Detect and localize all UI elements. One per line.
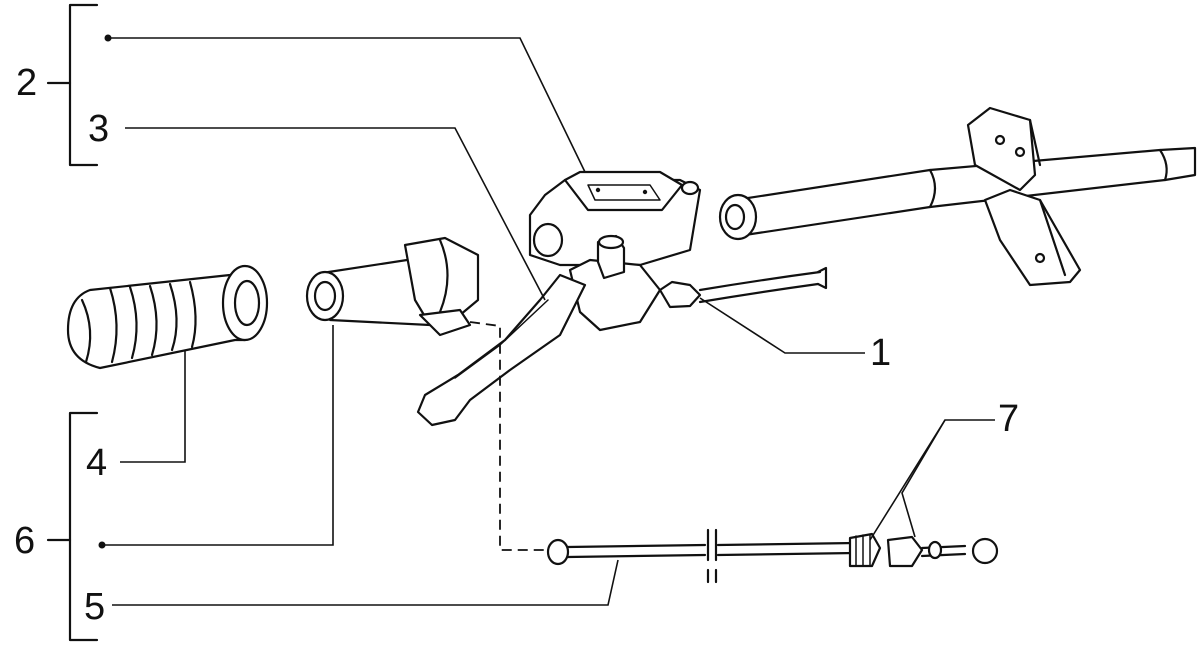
callout-7: 7	[998, 398, 1020, 440]
handlebar-grip	[66, 264, 269, 370]
leader-lines	[98, 34, 995, 606]
brake-hose	[698, 266, 828, 304]
bracket-group-6	[46, 411, 99, 642]
callout-1: 1	[870, 332, 892, 374]
bracket-group-2	[46, 3, 99, 167]
handlebar-tube	[718, 146, 1197, 241]
callout-3: 3	[88, 108, 110, 150]
callout-2: 2	[16, 62, 38, 104]
callout-5: 5	[84, 586, 106, 628]
handlebar-bracket	[966, 106, 1082, 287]
throttle-tube	[305, 236, 480, 337]
throttle-cable	[469, 321, 999, 584]
callout-4: 4	[86, 442, 108, 484]
brake-master-cylinder	[528, 170, 702, 332]
callout-6: 6	[14, 520, 36, 562]
